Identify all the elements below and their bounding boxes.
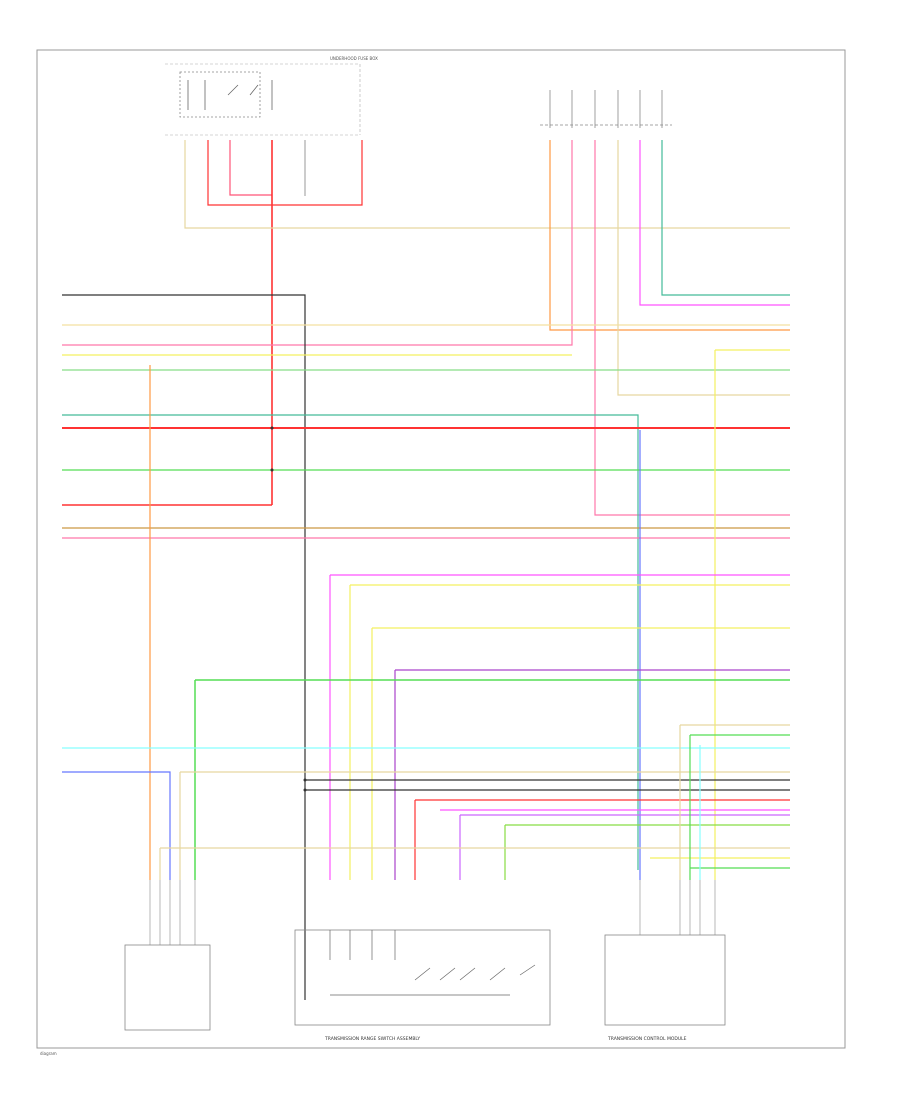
wire-teal-415 bbox=[62, 414, 639, 870]
diagram-border bbox=[36, 49, 846, 1049]
bottom-center-component: TRANSMISSION RANGE SWITCH ASSEMBLY bbox=[294, 929, 551, 1042]
wire-red-loop bbox=[207, 140, 363, 206]
wire-black-left bbox=[62, 294, 306, 1000]
top-left-component-title: UNDERHOOD FUSE BOX bbox=[330, 56, 378, 61]
wire-pink-loop bbox=[229, 140, 272, 196]
wire-orange-tr bbox=[549, 140, 790, 331]
bottom-left-component bbox=[124, 880, 211, 1031]
junction-dots bbox=[270, 426, 307, 792]
top-left-component: UNDERHOOD FUSE BOX bbox=[165, 56, 378, 136]
bottom-right-component-title: TRANSMISSION CONTROL MODULE bbox=[607, 1036, 687, 1042]
wire-pink-tr2 bbox=[594, 140, 790, 516]
footer-label: diagram bbox=[40, 1051, 57, 1056]
wire-tan-tr bbox=[617, 140, 790, 396]
bottom-right-component: TRANSMISSION CONTROL MODULE bbox=[604, 880, 726, 1042]
wire-magenta-tr bbox=[639, 140, 790, 306]
top-right-connector bbox=[540, 90, 672, 128]
wire-blue-772 bbox=[62, 771, 171, 880]
wire-teal-tr bbox=[661, 140, 790, 296]
wire-pink-tr bbox=[62, 140, 573, 346]
wire-tan-top bbox=[184, 140, 790, 229]
bottom-center-component-title: TRANSMISSION RANGE SWITCH ASSEMBLY bbox=[324, 1036, 420, 1042]
wires bbox=[62, 140, 790, 1000]
